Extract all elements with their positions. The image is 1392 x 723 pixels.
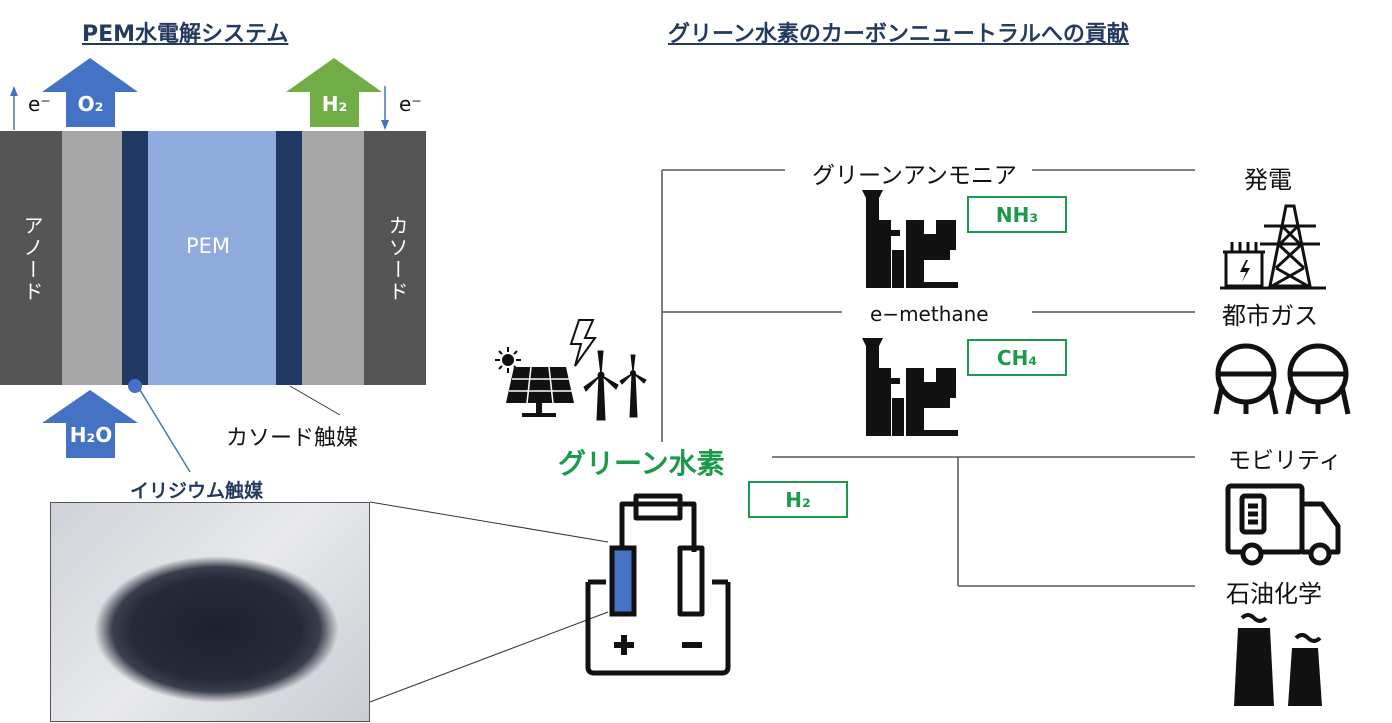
pem-layer [148, 131, 276, 385]
o2-label: O₂ [77, 92, 104, 116]
anode-layer [0, 131, 62, 385]
cathode-gdl-layer [302, 131, 364, 385]
h2-top-label: H₂ [321, 92, 348, 116]
iridium-powder-photo [50, 502, 370, 722]
chimney-icon [1234, 613, 1322, 706]
cathode-catalyst-layer [276, 131, 302, 385]
solar-panel-icon [506, 366, 574, 417]
iridium-catalyst-label: イリジウム触媒 [130, 480, 264, 502]
cathode-label: カソード [385, 215, 409, 303]
anode-catalyst-layer [122, 131, 148, 385]
green-hydrogen-label: グリーン水素 [558, 442, 725, 482]
electron-left-label: e⁻ [28, 92, 51, 116]
use-power-generation: 発電 [1244, 160, 1292, 195]
use-petrochemical: 石油化学 [1226, 574, 1322, 609]
factory-icon [862, 190, 958, 288]
use-city-gas: 都市ガス [1222, 296, 1318, 331]
h2-badge: H₂ [748, 481, 848, 518]
truck-icon [1225, 483, 1341, 566]
electron-right-label: e⁻ [399, 92, 422, 116]
h2o-label: H₂O [69, 423, 113, 447]
nh3-badge: NH₃ [967, 196, 1067, 233]
wind-turbine-icon [583, 350, 647, 421]
use-mobility: モビリティ [1228, 441, 1342, 475]
gas-tank-icon [1213, 343, 1351, 415]
factory-icon [862, 338, 958, 436]
anode-gdl-layer [62, 131, 122, 385]
e-methane-label: e−methane [870, 302, 989, 326]
anode-label: アノード [20, 215, 44, 303]
pem-label: PEM [186, 234, 231, 258]
ch4-badge: CH₄ [967, 339, 1067, 376]
battery-electrolyzer-icon [585, 493, 731, 676]
lightning-icon [569, 319, 597, 367]
cathode-catalyst-label: カソード触媒 [226, 426, 359, 451]
green-ammonia-label: グリーンアンモニア [812, 156, 1017, 190]
cathode-layer [364, 131, 426, 385]
power-tower-icon [1220, 204, 1326, 290]
pem-system-title: PEM水電解システム [82, 22, 289, 47]
contribution-title: グリーン水素のカーボンニュートラルへの貢献 [668, 22, 1129, 47]
